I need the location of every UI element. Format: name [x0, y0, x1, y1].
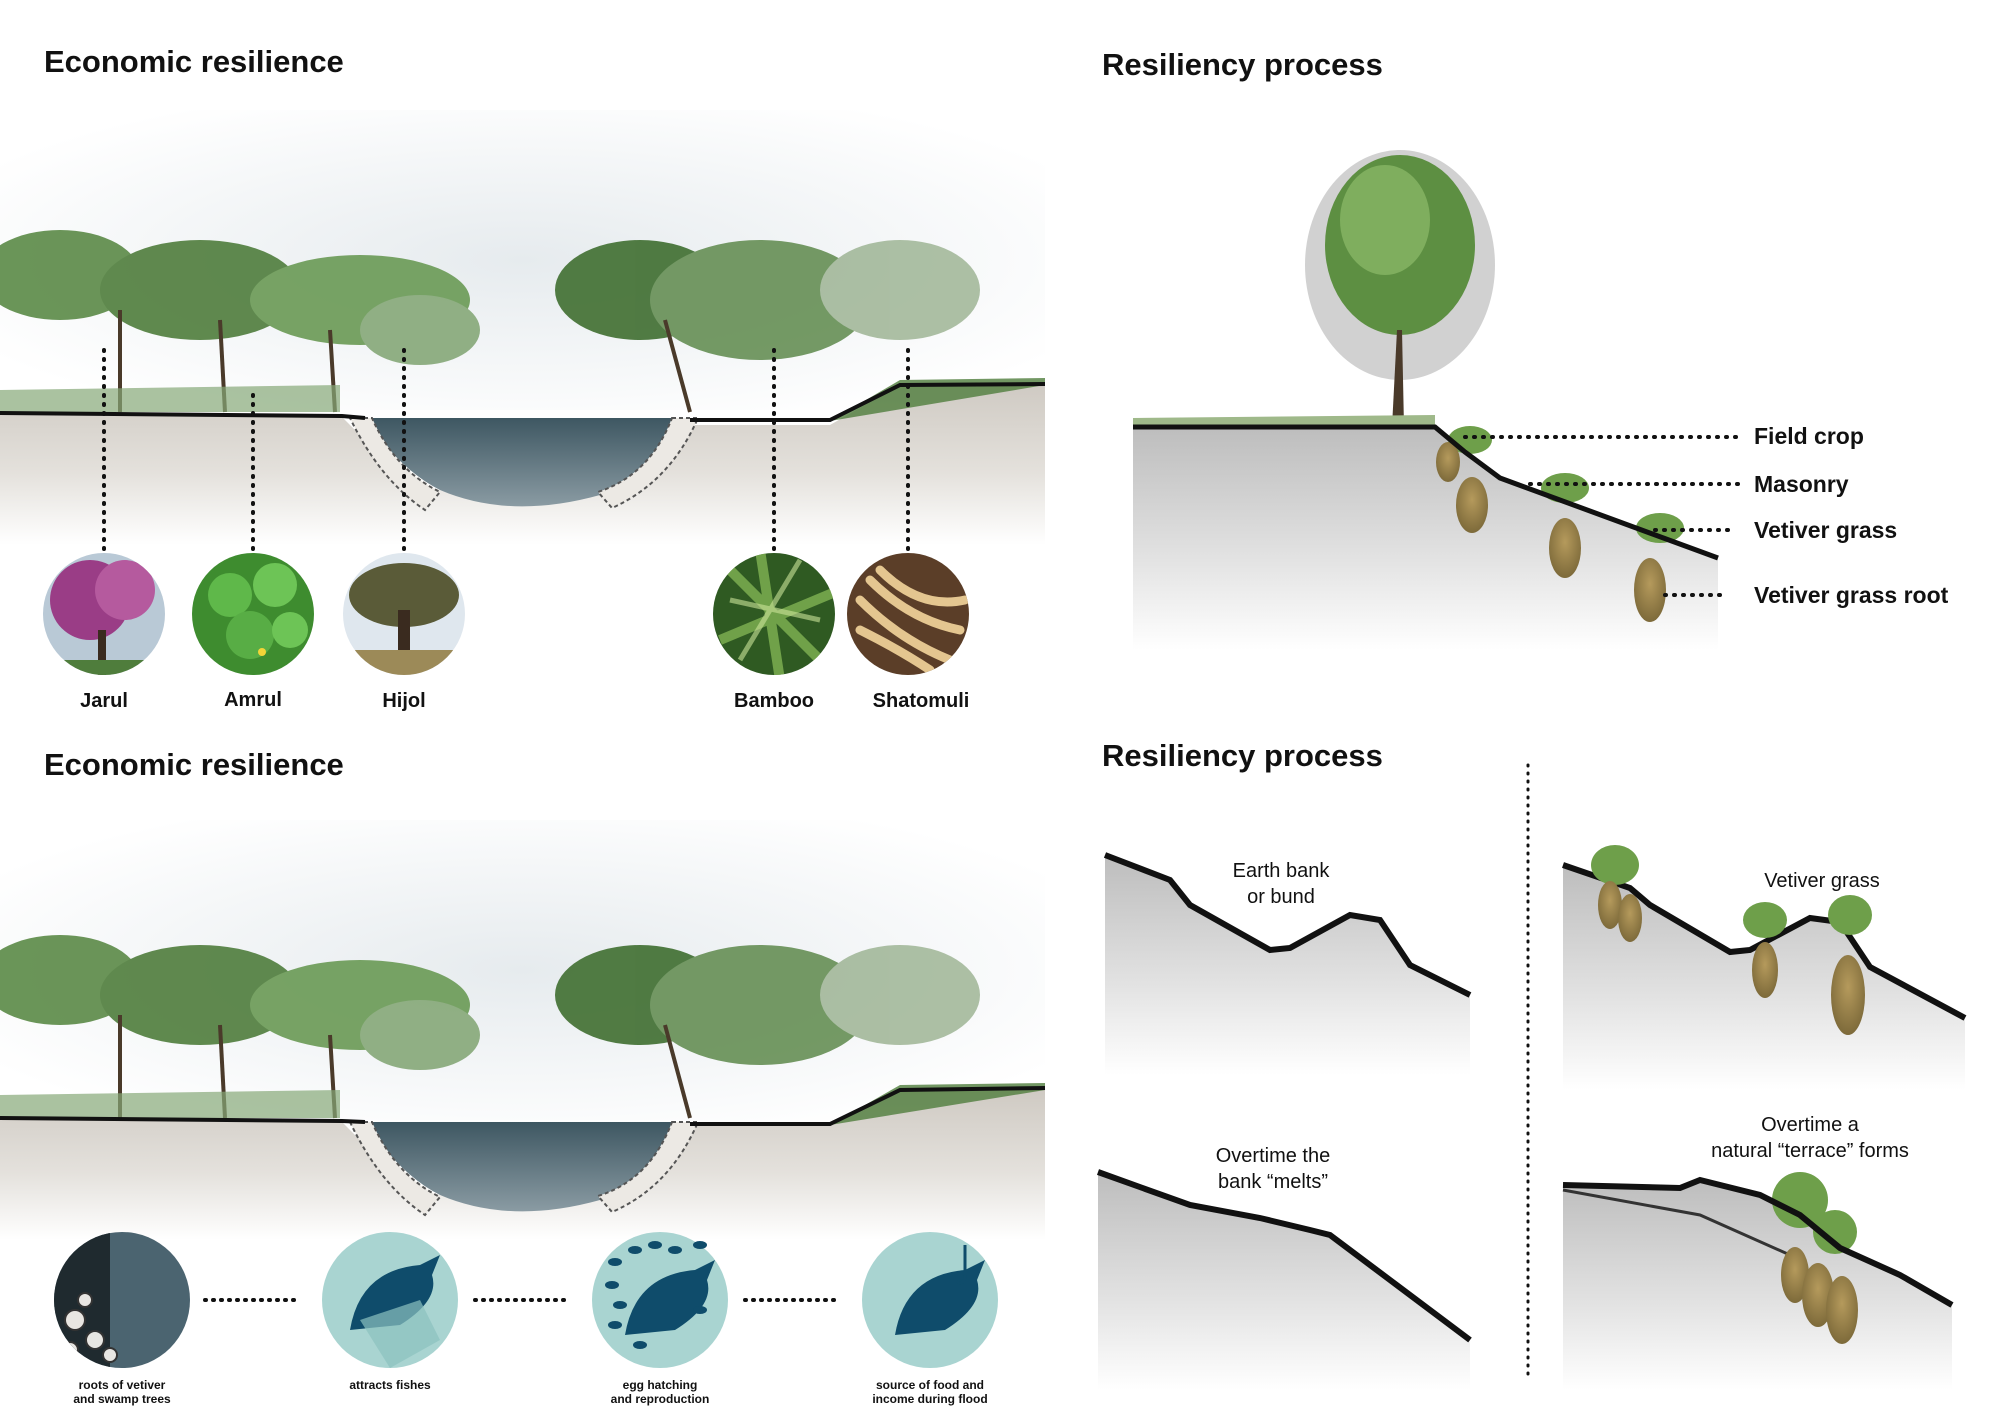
top-right-ground-line [1133, 424, 1719, 561]
tree-trunk [1392, 330, 1404, 427]
pond-water-bottom [365, 1122, 680, 1212]
plant-label-bamboo: Bamboo [734, 690, 814, 712]
plant-label-hijol: Hijol [382, 690, 426, 712]
plant-label-shatomuli: Shatomuli [872, 690, 970, 712]
bank-soil [1133, 427, 1718, 650]
callout-leaders [1463, 435, 1740, 597]
plant-leaders [102, 348, 910, 552]
stage-vetiver-tufts [1591, 845, 1872, 938]
vetiver-bank-profile [1562, 862, 1967, 1021]
stone-riprap-left [348, 417, 442, 512]
eco-label-attracts-fishes: attracts fishes [349, 1378, 431, 1392]
callout-vetiver-grass-root: Vetiver grass root [1754, 582, 1949, 608]
terrace-vetiver-tufts [1772, 1172, 1857, 1254]
vetiver-roots [1436, 442, 1666, 622]
amrul-photo [192, 553, 314, 675]
hijol-photo [343, 553, 465, 675]
stage-vetiver-roots [1598, 881, 1865, 1035]
ground-line-bottom [0, 1086, 1046, 1126]
plant-label-amrul: Amrul [224, 689, 282, 711]
field-crop-grass [1133, 415, 1435, 427]
earth-bank-profile [1103, 852, 1472, 998]
tree-canopy-group [0, 230, 980, 365]
terrace-profile [1562, 1176, 1954, 1308]
soil-section-bottom [0, 1090, 1045, 1240]
stone-riprap-right [596, 417, 700, 510]
terrace-vetiver-roots [1781, 1247, 1858, 1344]
bottom-right-section [1096, 763, 1967, 1390]
top-left-title: Economic resilience [44, 44, 344, 79]
pond-water [365, 418, 680, 507]
jarul-photo [43, 553, 165, 675]
top-right-title: Resiliency process [1102, 47, 1383, 82]
callout-masonry: Masonry [1754, 471, 1849, 497]
melted-bank-profile [1096, 1169, 1472, 1343]
callout-field-crop: Field crop [1754, 423, 1864, 449]
ground-line [0, 382, 1046, 422]
roots-icon [54, 1232, 190, 1368]
tree-canopy-group-bottom [0, 935, 980, 1070]
bamboo-photo [713, 553, 835, 675]
top-left-section [0, 110, 1046, 675]
shatomuli-photo [847, 553, 969, 675]
plant-label-jarul: Jarul [80, 690, 128, 712]
top-right-section [1133, 150, 1740, 650]
bottom-left-section [0, 820, 1046, 1368]
bottom-right-title: Resiliency process [1102, 738, 1383, 773]
embankment-grass [830, 378, 1045, 421]
stage-label-vetiver-grass: Vetiver grass [1764, 870, 1880, 892]
callout-vetiver-grass: Vetiver grass [1754, 517, 1898, 543]
bottom-left-title: Economic resilience [44, 747, 344, 782]
undergrowth [0, 385, 340, 412]
soil-section [0, 385, 1045, 545]
